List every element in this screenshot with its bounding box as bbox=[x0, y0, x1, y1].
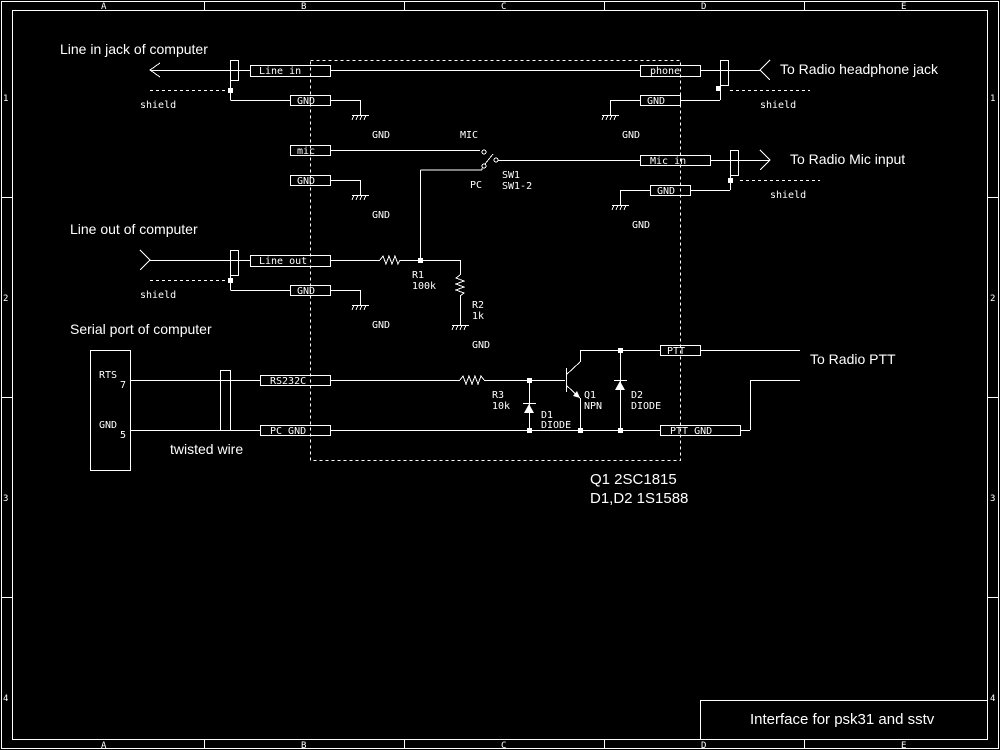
gnd-connector-5-label: GND bbox=[297, 286, 315, 297]
ptt-gnd-connector-label: PTT GND bbox=[670, 426, 712, 437]
mic-section: mic MIC PC SW1 SW1-2 Mic in To Radio Mic… bbox=[290, 130, 905, 260]
r1-name: R1 bbox=[412, 270, 424, 281]
d1-name: D1 bbox=[541, 410, 553, 421]
parts-list: Q1 2SC1815 D1,D2 1S1588 bbox=[590, 471, 688, 507]
gnd-connector-2 bbox=[640, 95, 681, 106]
line-in-jack-label: Line in jack of computer bbox=[60, 41, 208, 57]
switch-pc-label: PC bbox=[470, 180, 482, 191]
rs232c-connector-label: RS232C bbox=[270, 376, 306, 387]
line-in-connector-label: Line in bbox=[259, 66, 301, 77]
gnd-label-3: GND bbox=[372, 210, 390, 221]
q1-type: NPN bbox=[584, 401, 602, 412]
frame-row-1: 1 bbox=[3, 94, 8, 104]
mic-in-connector-label: Mic in bbox=[650, 156, 686, 167]
d2-type: DIODE bbox=[631, 401, 661, 412]
line-out-connector-label: Line out bbox=[259, 256, 307, 267]
gnd-connector-4-label: GND bbox=[657, 186, 675, 197]
frame-col-a-bottom: A bbox=[101, 741, 107, 750]
radio-ptt-label: To Radio PTT bbox=[810, 351, 896, 367]
gnd-label-1: GND bbox=[372, 130, 390, 141]
shield-label-3: shield bbox=[770, 190, 806, 201]
q1-name: Q1 bbox=[584, 390, 596, 401]
enclosure-box bbox=[310, 60, 681, 461]
gnd-label-6: GND bbox=[472, 340, 490, 351]
mic-connector-label: mic bbox=[297, 146, 315, 157]
serial-rts-label: RTS bbox=[99, 370, 117, 381]
title-block: Interface for psk31 and sstv bbox=[700, 700, 988, 740]
serial-ptt-section: Serial port of computer RTS 7 GND 5 twis… bbox=[70, 321, 896, 471]
serial-rts-pin: 7 bbox=[120, 380, 126, 391]
radio-mic-label: To Radio Mic input bbox=[790, 151, 905, 167]
line-out-label: Line out of computer bbox=[70, 221, 198, 237]
switch-name: SW1 bbox=[502, 170, 520, 181]
gnd-connector-1-label: GND bbox=[297, 96, 315, 107]
gnd-connector-2-label: GND bbox=[647, 96, 665, 107]
frame-row-1-right: 1 bbox=[990, 94, 995, 104]
title-block-title: Interface for psk31 and sstv bbox=[750, 711, 935, 728]
frame-row-2-right: 2 bbox=[990, 294, 995, 304]
radio-headphone-label: To Radio headphone jack bbox=[780, 61, 939, 77]
frame-row-3: 3 bbox=[3, 494, 8, 504]
d2-name: D2 bbox=[631, 390, 643, 401]
gnd-connector-4 bbox=[650, 185, 691, 196]
frame-col-d: D bbox=[701, 2, 706, 12]
shield-label-2: shield bbox=[760, 100, 796, 111]
switch-sub: SW1-2 bbox=[502, 181, 532, 192]
shield-label-1: shield bbox=[140, 100, 176, 111]
frame-row-2: 2 bbox=[3, 294, 8, 304]
serial-gnd-label: GND bbox=[99, 420, 117, 431]
frame-col-a: A bbox=[101, 2, 107, 12]
shield-label-4: shield bbox=[140, 290, 176, 301]
gnd-connector-3-label: GND bbox=[297, 176, 315, 187]
pc-gnd-connector-label: PC GND bbox=[270, 426, 306, 437]
frame-col-b: B bbox=[301, 2, 306, 12]
serial-port-label: Serial port of computer bbox=[70, 321, 212, 337]
parts-list-line2: D1,D2 1S1588 bbox=[590, 490, 688, 507]
d1-type: DIODE bbox=[541, 420, 571, 431]
r2-name: R2 bbox=[472, 300, 484, 311]
r2-value: 1k bbox=[472, 311, 484, 322]
frame-col-b-bottom: B bbox=[301, 741, 306, 750]
gnd-label-2: GND bbox=[622, 130, 640, 141]
ptt-connector-label: PTT bbox=[667, 346, 685, 357]
frame-col-d-bottom: D bbox=[701, 741, 706, 750]
serial-gnd-pin: 5 bbox=[120, 430, 126, 441]
frame-col-c: C bbox=[501, 2, 506, 12]
phone-connector-label: phone bbox=[650, 66, 680, 77]
frame-row-4-right: 4 bbox=[990, 694, 995, 704]
line-in-section: Line in jack of computer Line in phone T… bbox=[60, 41, 939, 141]
gnd-label-4: GND bbox=[632, 220, 650, 231]
twisted-wire-label: twisted wire bbox=[170, 441, 243, 457]
frame-col-e: E bbox=[901, 2, 906, 12]
line-out-section: Line out of computer Line out R1 100k R2… bbox=[70, 221, 490, 351]
frame-row-3-right: 3 bbox=[990, 494, 995, 504]
switch-mic-label: MIC bbox=[460, 130, 478, 141]
frame-row-4: 4 bbox=[3, 694, 8, 704]
r3-name: R3 bbox=[492, 390, 504, 401]
frame-col-c-bottom: C bbox=[501, 741, 506, 750]
r1-value: 100k bbox=[412, 281, 436, 292]
r3-value: 10k bbox=[492, 401, 510, 412]
serial-port-box bbox=[90, 350, 131, 471]
frame-col-e-bottom: E bbox=[901, 741, 906, 750]
parts-list-line1: Q1 2SC1815 bbox=[590, 471, 677, 488]
gnd-label-5: GND bbox=[372, 320, 390, 331]
